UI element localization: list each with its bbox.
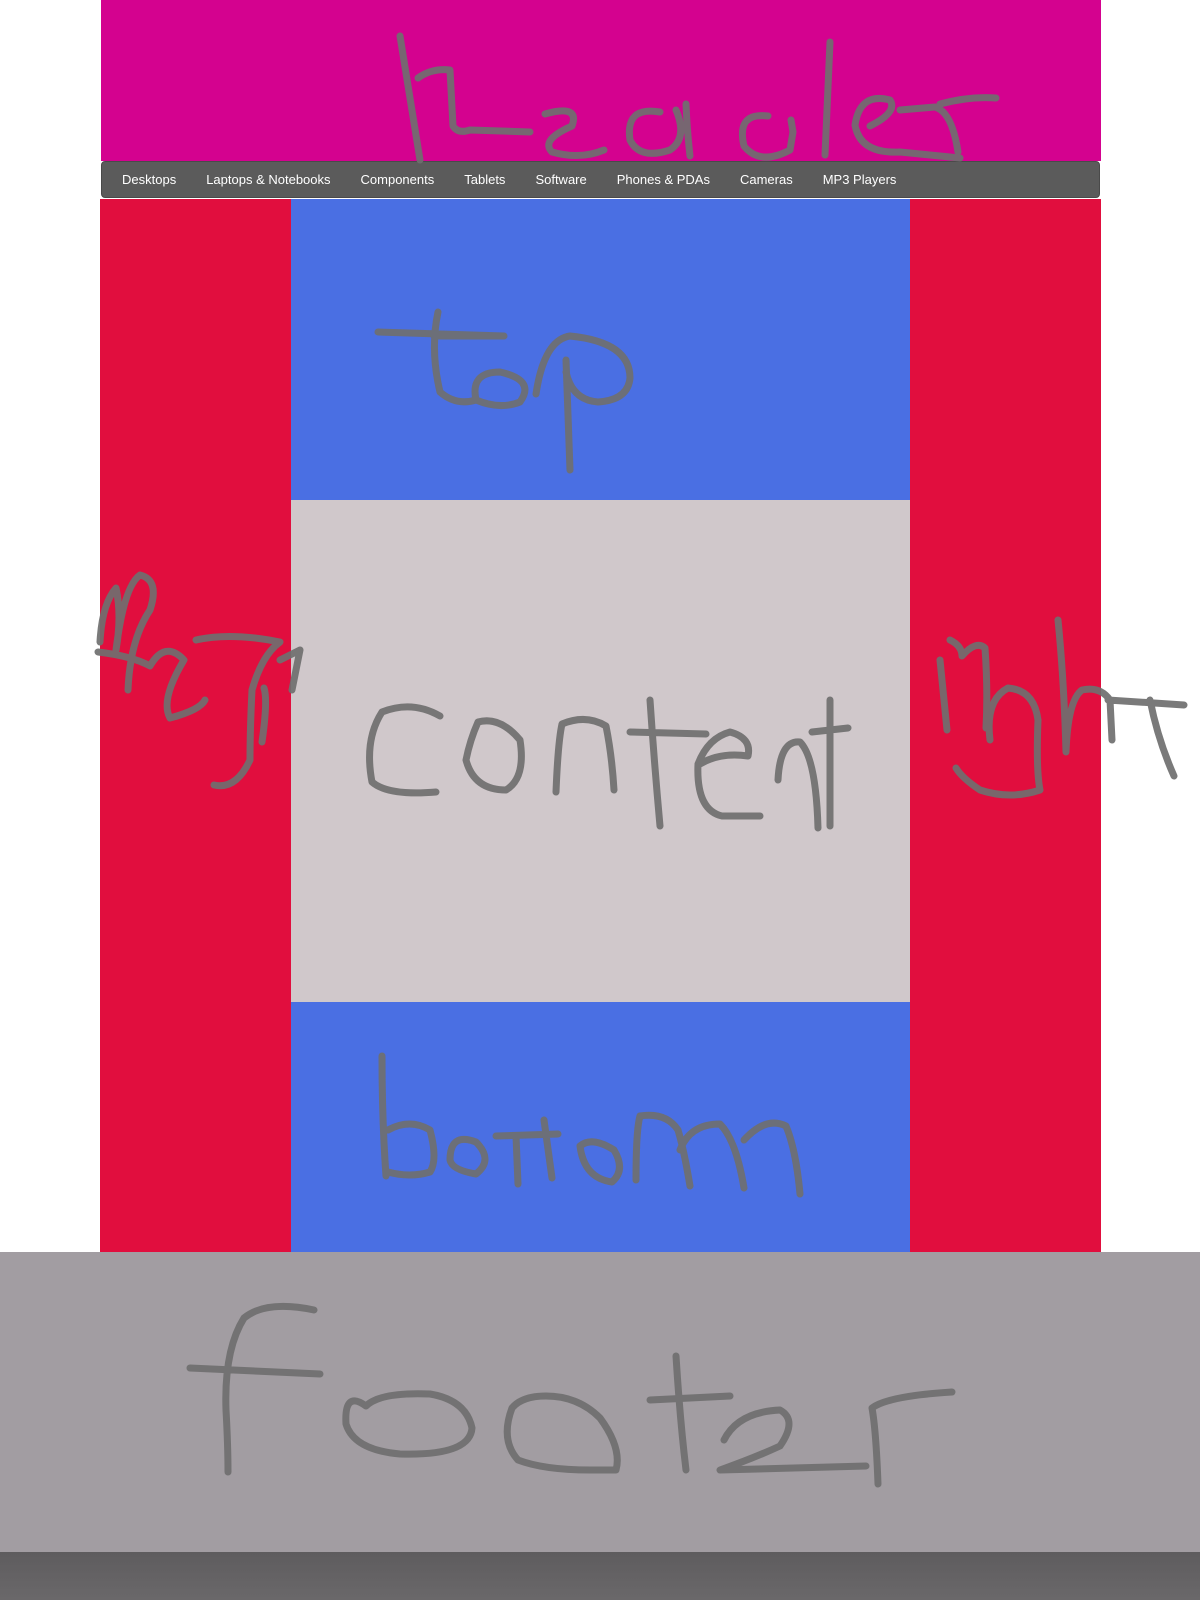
footer-bar (0, 1552, 1200, 1600)
nav-item-desktops[interactable]: Desktops (122, 172, 177, 187)
main-navigation: Desktops Laptops & Notebooks Components … (101, 161, 1100, 198)
nav-item-software[interactable]: Software (535, 172, 587, 187)
nav-item-cameras[interactable]: Cameras (739, 172, 793, 187)
nav-item-mp3-players[interactable]: MP3 Players (822, 172, 897, 187)
right-column (910, 199, 1101, 1252)
left-column (100, 199, 291, 1252)
nav-item-phones-pdas[interactable]: Phones & PDAs (616, 172, 710, 187)
header-region (101, 0, 1101, 161)
bottom-region (291, 1002, 910, 1252)
footer-region (0, 1252, 1200, 1552)
nav-item-laptops-notebooks[interactable]: Laptops & Notebooks (206, 172, 331, 187)
top-region (291, 199, 910, 500)
nav-item-tablets[interactable]: Tablets (464, 172, 506, 187)
nav-item-components[interactable]: Components (360, 172, 435, 187)
content-region (291, 500, 910, 1002)
